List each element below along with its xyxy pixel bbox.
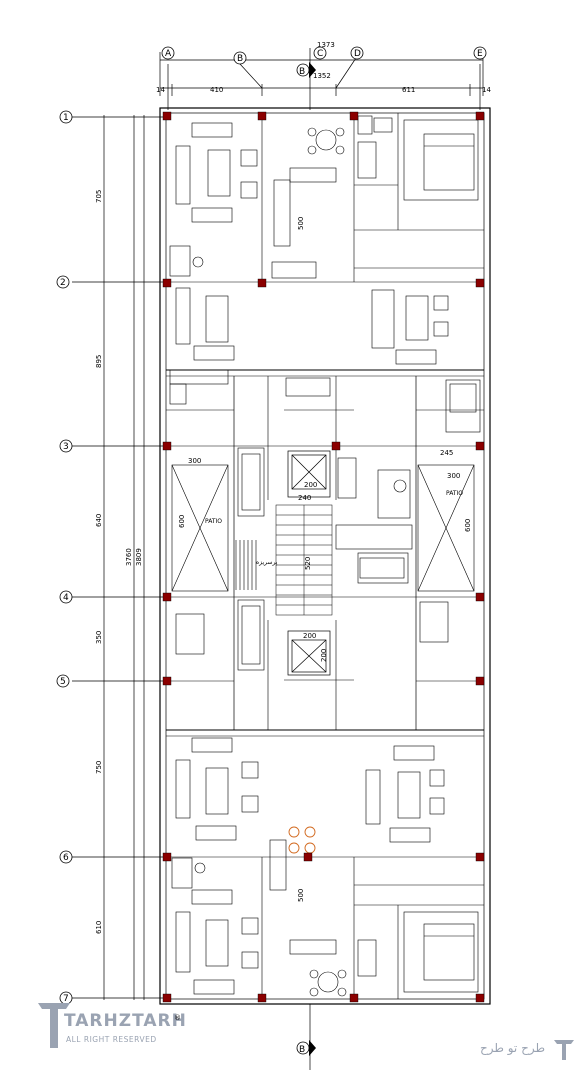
dim-overall: 1373 — [317, 41, 335, 49]
left-dimension-lines — [72, 115, 168, 1000]
kitchen-bottom-dim: 500 — [297, 889, 305, 902]
grid-bubble-e — [473, 46, 487, 60]
elevator-bottom-dim-a: 200 — [303, 632, 316, 640]
grid-bubble-3 — [59, 439, 73, 453]
grid-bubble-d — [350, 46, 364, 60]
stair-label: پرسریزه — [256, 559, 278, 566]
dim-right-edge: 14 — [482, 86, 491, 94]
dim-left-bay: 410 — [210, 86, 223, 94]
grid-label-3: 3 — [63, 442, 69, 452]
elevator-bottom-dim-b: 200 — [320, 649, 328, 662]
grid-bubble-2 — [56, 275, 70, 289]
section-marker-top: B — [296, 62, 316, 78]
top-dimensions — [159, 48, 484, 110]
grid-bubble-4 — [59, 590, 73, 604]
kitchen-top-dim: 500 — [297, 217, 305, 230]
patio-left — [171, 464, 229, 592]
section-marker-bottom-label: B — [299, 1045, 305, 1055]
furniture — [169, 115, 481, 997]
core-ducts — [237, 447, 413, 671]
tarhztarh-logo: TARHZTARH ® ALL RIGHT RESERVED طرح تو طر… — [38, 1003, 574, 1060]
dim-left-edge: 14 — [156, 86, 165, 94]
column-grid-bubbles: A B C D E — [161, 46, 487, 65]
row-spacing-6: 610 — [95, 921, 103, 934]
patio-left-width: 300 — [188, 457, 201, 465]
grid-label-d: D — [354, 49, 361, 59]
patio-right — [417, 464, 475, 592]
stair — [275, 504, 333, 616]
logo-registered: ® — [174, 1014, 181, 1022]
grid-label-1: 1 — [63, 113, 69, 123]
dining-chairs-highlight — [288, 826, 316, 854]
grid-label-2: 2 — [60, 278, 66, 288]
row-spacing-labels: 705 895 640 350 750 610 3760 3809 — [95, 190, 143, 934]
grid-bubble-a — [161, 46, 175, 60]
dim-right-bay: 611 — [402, 86, 415, 94]
logo-brand: TARHZTARH — [64, 1011, 187, 1031]
grid-label-6: 6 — [63, 853, 69, 863]
row-spacing-4: 350 — [95, 631, 103, 644]
grid-label-5: 5 — [60, 677, 66, 687]
elevator-top-width: 240 — [298, 494, 311, 502]
logo-mark — [38, 1003, 70, 1048]
grid-label-7: 7 — [63, 994, 69, 1004]
patio-left-label: PATIO — [205, 518, 222, 525]
overall-height-outer: 3809 — [135, 548, 143, 566]
elevator-top — [287, 450, 331, 498]
elevator-top-dim: 200 — [304, 481, 317, 489]
grid-label-b: B — [237, 54, 243, 64]
row-grid-bubbles: 1 2 3 4 5 6 7 — [56, 110, 73, 1005]
grid-label-4: 4 — [63, 593, 69, 603]
logo-mark-small — [554, 1040, 574, 1060]
stair-hatch — [235, 540, 257, 590]
logo-farsi: طرح تو طرح — [480, 1041, 545, 1056]
patio-right-offset: 245 — [440, 449, 453, 457]
grid-label-c: C — [317, 49, 323, 59]
patio-left-height: 600 — [178, 515, 186, 528]
row-spacing-2: 895 — [95, 355, 103, 368]
grid-bubble-c — [313, 46, 327, 60]
stair-length: 520 — [304, 557, 312, 570]
structural-columns — [162, 111, 485, 1003]
grid-bubble-b — [233, 51, 247, 65]
patio-right-label: PATIO — [446, 490, 463, 497]
logo-tagline: ALL RIGHT RESERVED — [66, 1035, 157, 1044]
patio-right-height: 600 — [464, 519, 472, 532]
grid-label-e: E — [477, 49, 483, 59]
elevator-bottom — [287, 630, 331, 676]
building-walls — [159, 107, 491, 1005]
grid-bubble-1 — [59, 110, 73, 124]
grid-bubble-6 — [59, 850, 73, 864]
grid-label-a: A — [165, 49, 172, 59]
grid-bubble-5 — [56, 674, 70, 688]
section-marker-bottom: B — [296, 1004, 316, 1070]
row-spacing-5: 750 — [95, 761, 103, 774]
dim-inner: 1352 — [313, 72, 331, 80]
overall-height: 3760 — [125, 548, 133, 566]
row-spacing-3: 640 — [95, 514, 103, 527]
section-marker-top-label: B — [299, 67, 305, 77]
patio-right-width: 300 — [447, 472, 460, 480]
row-spacing-1: 705 — [95, 190, 103, 203]
